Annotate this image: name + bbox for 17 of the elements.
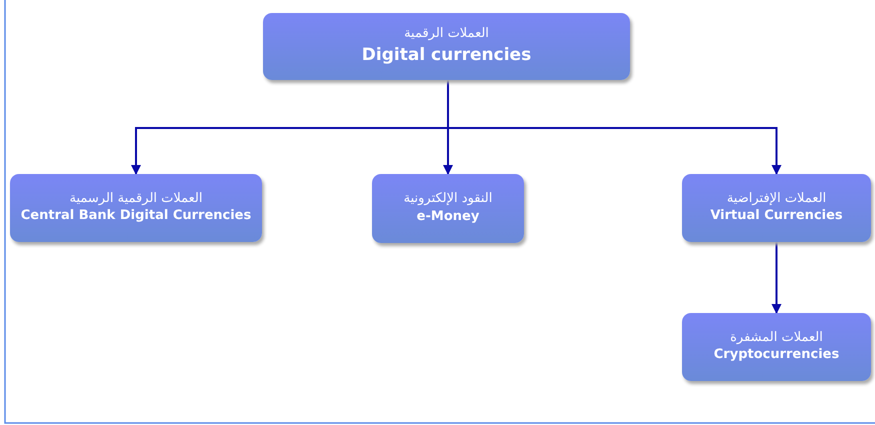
arabic-label: العملات الرقمية [404, 25, 489, 43]
category-box [10, 174, 262, 242]
english-label: Central Bank Digital Currencies [20, 207, 252, 226]
english-label: Digital currencies [362, 44, 532, 67]
english-label: Cryptocurrencies [714, 346, 840, 364]
arabic-label: العملات الإفتراضية [726, 190, 826, 208]
arabic-label: العملات الرقمية الرسمية [69, 190, 203, 208]
connector-arrow [772, 242, 782, 314]
arabic-label: العملات المشفرة [730, 328, 823, 346]
arabic-label: النقود الإلكترونية [404, 190, 492, 208]
category-box [372, 174, 524, 243]
connector-arrow [447, 80, 782, 175]
category-box [682, 313, 871, 381]
category-box [263, 13, 630, 80]
category-box [682, 174, 871, 242]
english-label: Virtual Currencies [710, 207, 843, 226]
english-label: e-Money [416, 208, 480, 226]
